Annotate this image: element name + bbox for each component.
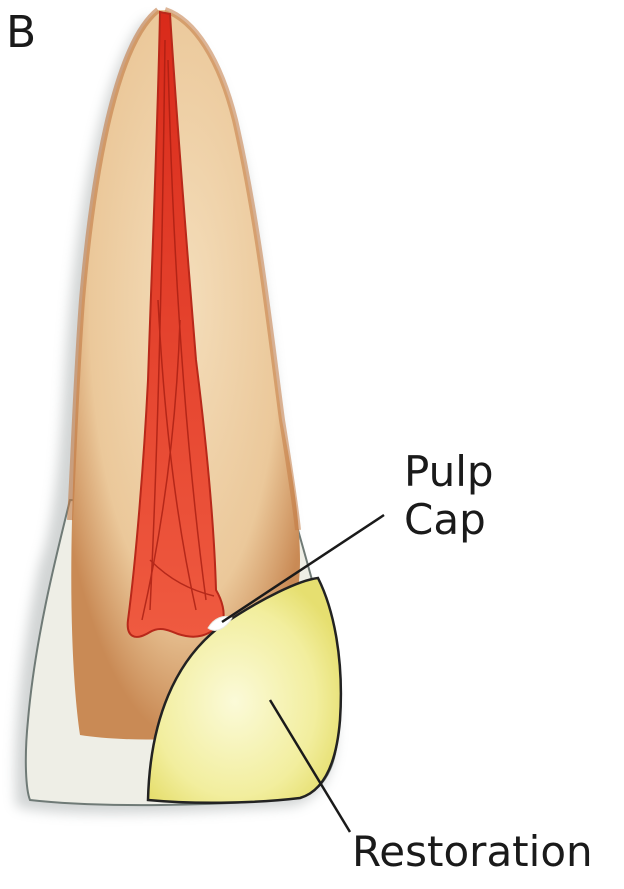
pulp-cap-label: Pulp Cap (404, 448, 494, 545)
panel-letter: B (6, 8, 36, 59)
restoration-label: Restoration (352, 828, 593, 876)
pulp-cap-label-line2: Cap (404, 496, 494, 544)
pulp-cap-label-line1: Pulp (404, 448, 494, 496)
